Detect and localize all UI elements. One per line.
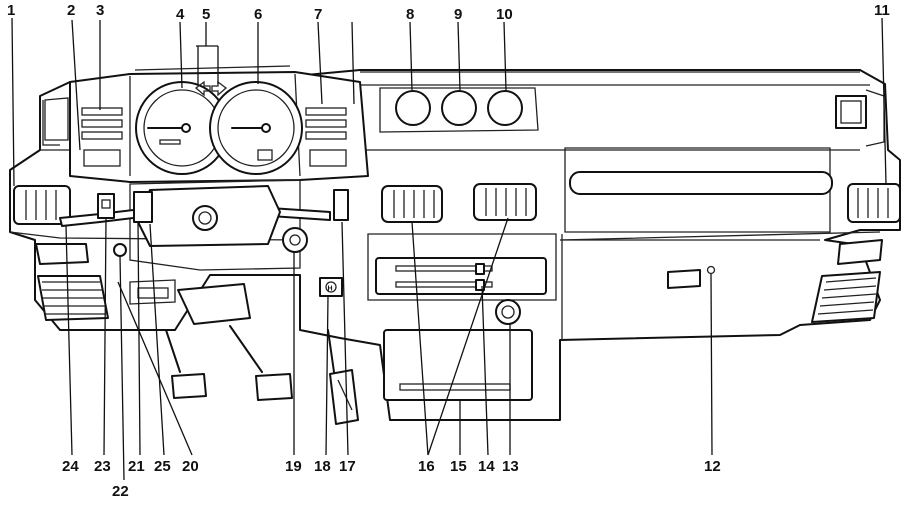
aux-gauge-2 bbox=[441, 90, 477, 126]
ignition-switch bbox=[282, 227, 308, 253]
glovebox-lock bbox=[706, 265, 716, 275]
clutch-pedal bbox=[171, 373, 207, 399]
left-lower-knob bbox=[113, 243, 127, 257]
callout-14: 14 bbox=[478, 458, 495, 475]
accelerator-pedal bbox=[329, 369, 359, 425]
left-switch-pod bbox=[97, 193, 115, 219]
callout-20: 20 bbox=[182, 458, 199, 475]
callout-2: 2 bbox=[67, 2, 75, 19]
callout-19: 19 bbox=[285, 458, 302, 475]
glovebox-handle bbox=[667, 269, 701, 289]
leader-lines bbox=[11, 17, 887, 481]
callout-3: 3 bbox=[96, 2, 104, 19]
center-vent-right bbox=[473, 183, 537, 221]
center-vent-left bbox=[381, 185, 443, 223]
callout-21: 21 bbox=[128, 458, 145, 475]
switch-label: H bbox=[328, 286, 333, 293]
heater-lever-top bbox=[475, 263, 485, 275]
aux-gauge-1 bbox=[395, 90, 431, 126]
callout-9: 9 bbox=[454, 6, 462, 23]
right-side-vent bbox=[847, 183, 901, 223]
callout-17: 17 bbox=[339, 458, 356, 475]
callout-4: 4 bbox=[176, 6, 185, 23]
callout-18: 18 bbox=[314, 458, 331, 475]
callout-12: 12 bbox=[704, 458, 721, 475]
right-lower-grille bbox=[811, 271, 881, 323]
callout-labels: 1 2 3 4 5 6 7 8 9 10 11 12 13 14 15 16 1… bbox=[7, 2, 890, 500]
callout-1: 1 bbox=[7, 2, 15, 19]
callout-23: 23 bbox=[94, 458, 111, 475]
callout-25: 25 bbox=[154, 458, 171, 475]
aux-gauge-3 bbox=[487, 90, 523, 126]
callout-6: 6 bbox=[254, 6, 262, 23]
callout-7: 7 bbox=[314, 6, 322, 23]
dash-tray bbox=[569, 171, 833, 195]
callout-16: 16 bbox=[418, 458, 435, 475]
side-vents bbox=[13, 183, 901, 225]
right-switch-pod bbox=[333, 189, 349, 221]
heater-lever-bottom bbox=[475, 279, 485, 291]
auxiliary-gauges bbox=[379, 87, 539, 133]
callout-11: 11 bbox=[874, 2, 890, 19]
callout-15: 15 bbox=[450, 458, 467, 475]
small-switch bbox=[319, 277, 343, 297]
callout-22: 22 bbox=[112, 483, 129, 500]
pedals bbox=[165, 283, 359, 425]
instrument-cluster bbox=[69, 65, 369, 183]
center-vents bbox=[381, 183, 537, 223]
glovebox-area bbox=[561, 147, 883, 340]
under-dash-box bbox=[177, 283, 251, 325]
cigarette-lighter bbox=[495, 299, 521, 325]
steering-column: H bbox=[59, 179, 349, 297]
callout-8: 8 bbox=[406, 6, 414, 23]
left-lower-panel bbox=[35, 243, 176, 321]
callout-24: 24 bbox=[62, 458, 79, 475]
brake-pedal bbox=[255, 373, 293, 401]
callout-10: 10 bbox=[496, 6, 513, 23]
heater-control-panel bbox=[375, 257, 547, 295]
horn-button bbox=[192, 205, 218, 231]
left-turn-indicator-icon bbox=[194, 80, 211, 97]
callout-13: 13 bbox=[502, 458, 519, 475]
callout-5: 5 bbox=[202, 6, 210, 23]
left-inner-switch-pod bbox=[133, 191, 153, 223]
